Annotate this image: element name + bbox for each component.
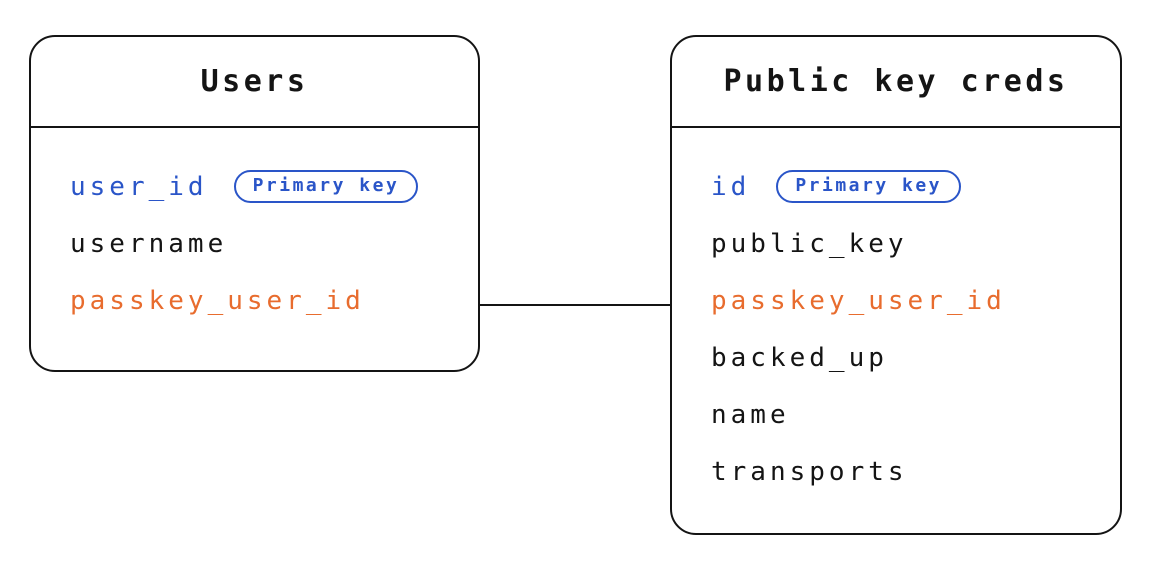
table-row: passkey_user_id <box>711 272 1100 329</box>
field-name-user-id: user_id <box>70 171 208 202</box>
field-name-id: id <box>711 171 751 202</box>
field-name-passkey-user-id: passkey_user_id <box>70 285 365 316</box>
table-public-key-creds: Public key creds id Primary key public_k… <box>670 35 1122 535</box>
field-name-username: username <box>70 228 228 259</box>
table-row: name <box>711 386 1100 443</box>
field-name-name: name <box>711 399 790 430</box>
table-row: passkey_user_id <box>70 272 458 329</box>
table-title: Public key creds <box>723 64 1069 99</box>
table-row: user_id Primary key <box>70 158 458 215</box>
primary-key-badge: Primary key <box>233 170 419 203</box>
table-row: id Primary key <box>711 158 1100 215</box>
relationship-connector-line <box>480 304 670 306</box>
table-users-header: Users <box>31 37 478 128</box>
table-row: username <box>70 215 458 272</box>
field-name-transports: transports <box>711 456 908 487</box>
table-public-key-creds-body: id Primary key public_key passkey_user_i… <box>672 128 1120 500</box>
field-name-passkey-user-id: passkey_user_id <box>711 285 1006 316</box>
field-name-public-key: public_key <box>711 228 908 259</box>
table-title: Users <box>200 64 309 99</box>
table-row: public_key <box>711 215 1100 272</box>
table-users-body: user_id Primary key username passkey_use… <box>31 128 478 329</box>
table-users: Users user_id Primary key username passk… <box>29 35 480 372</box>
table-row: transports <box>711 443 1100 500</box>
table-public-key-creds-header: Public key creds <box>672 37 1120 128</box>
primary-key-badge: Primary key <box>776 170 962 203</box>
table-row: backed_up <box>711 329 1100 386</box>
field-name-backed-up: backed_up <box>711 342 888 373</box>
